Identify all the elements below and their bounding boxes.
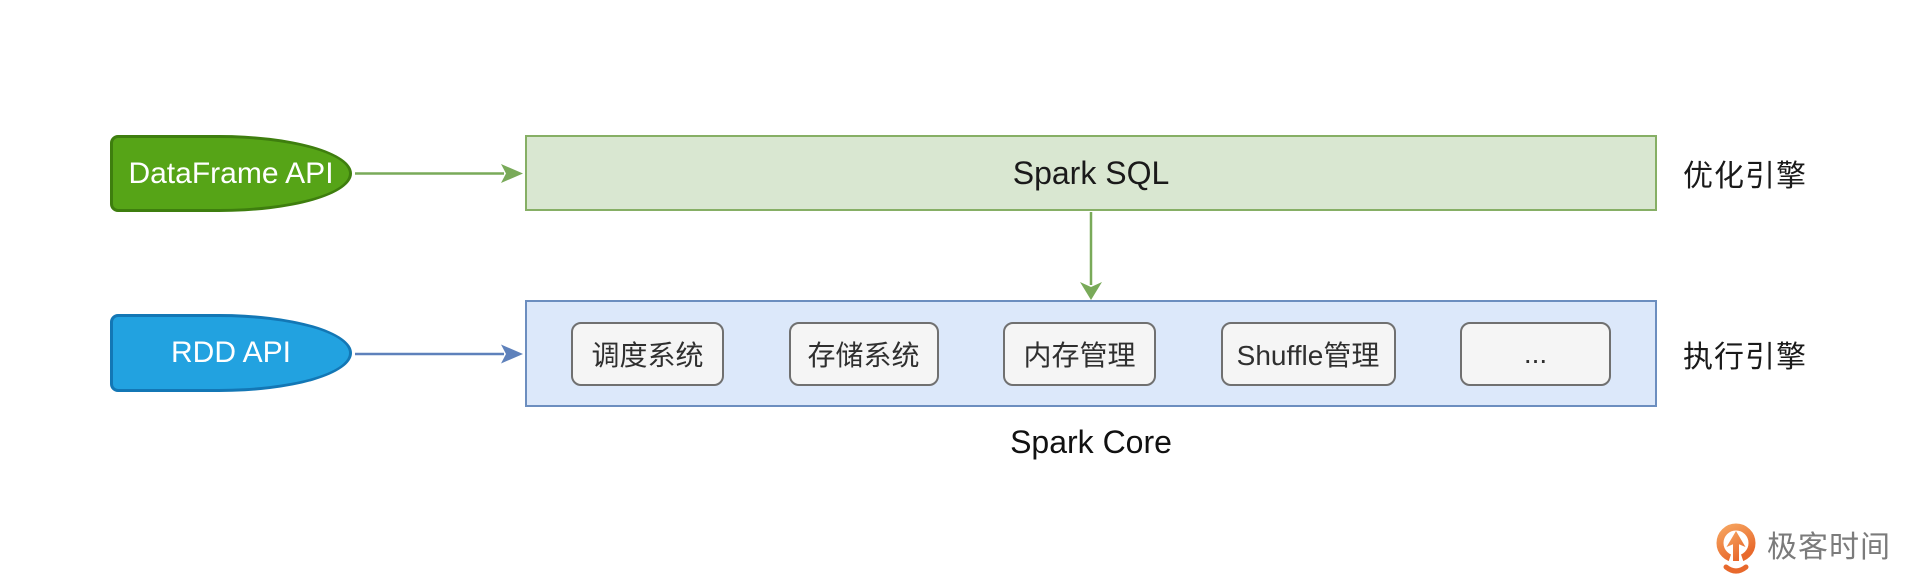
geektime-brand: 极客时间 [1714, 520, 1891, 576]
optimizer-engine-side-label: 优化引擎 [1683, 160, 1807, 193]
module-shuffle-management: Shuffle管理 [1220, 321, 1396, 386]
dataframe-api-pill: DataFrame API [110, 135, 352, 212]
dataframe-api-label: DataFrame API [128, 156, 334, 190]
spark-sql-box: Spark SQL [525, 135, 1657, 211]
rdd-api-label: RDD API [170, 336, 292, 369]
sparksql-to-sparkcore-arrow [1080, 212, 1102, 300]
geektime-logo-icon [1716, 523, 1756, 574]
spark-core-caption: Spark Core [1010, 424, 1172, 460]
dataframe-to-sparksql-arrow [355, 164, 523, 183]
executor-engine-side-label: 执行引擎 [1683, 340, 1807, 374]
spark-core-box: 调度系统 存储系统 内存管理 Shuffle管理 ... [525, 300, 1657, 407]
spark-sql-label: Spark SQL [1012, 154, 1170, 191]
module-memory-management: 内存管理 [1003, 321, 1156, 386]
geektime-brand-name: 极客时间 [1767, 531, 1891, 564]
rdd-to-sparkcore-arrow [355, 344, 523, 364]
module-more-ellipsis: ... [1460, 321, 1611, 386]
module-storage-system: 存储系统 [788, 321, 939, 386]
module-scheduling-system: 调度系统 [571, 321, 724, 386]
rdd-api-pill: RDD API [110, 314, 352, 392]
